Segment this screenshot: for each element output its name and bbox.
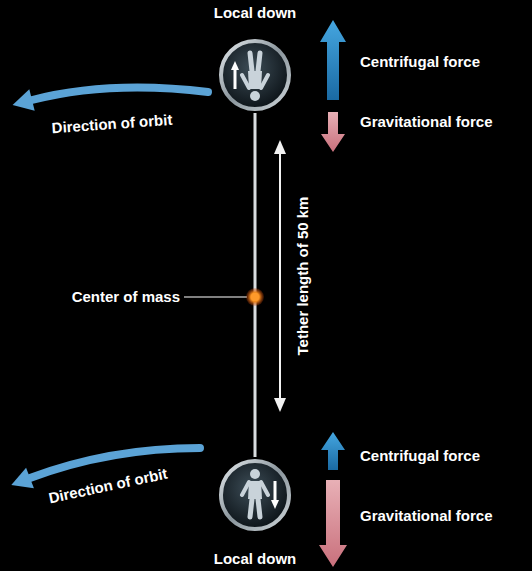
capsule-outline <box>217 37 293 113</box>
capsule-outline <box>217 457 293 533</box>
force-label: Direction of orbit <box>47 465 169 508</box>
gravity-arrow <box>319 480 347 567</box>
down-arrow <box>234 69 237 89</box>
centrifugal-arrow <box>321 432 345 470</box>
dimension-arrowhead <box>274 140 286 154</box>
leader-line <box>184 296 247 297</box>
astronaut-head <box>250 469 260 479</box>
centrifugal-arrow <box>320 20 346 100</box>
force-label: Tether length of 50 km <box>294 197 312 356</box>
astronaut-head <box>250 91 260 101</box>
dimension-arrowhead <box>274 398 286 412</box>
tether-line <box>254 113 257 457</box>
force-label: Center of mass <box>72 288 180 306</box>
astronaut-legs <box>250 53 260 71</box>
orbit-arrowhead <box>11 468 34 489</box>
astronaut-figure <box>242 469 279 517</box>
capsule-shell <box>221 461 289 529</box>
force-label: Gravitational force <box>360 507 493 525</box>
capsule-shell <box>221 41 289 109</box>
down-arrowhead <box>271 500 279 509</box>
mass-glow <box>246 288 264 306</box>
astronaut-arms <box>242 482 268 495</box>
gravity-arrow <box>321 112 345 152</box>
astronaut-legs <box>250 499 260 517</box>
astronaut-arms <box>242 75 268 88</box>
orbit-arrow <box>32 88 208 101</box>
orbit-arrowhead <box>13 89 35 110</box>
local-down-label: Local down <box>214 4 297 22</box>
force-label: Gravitational force <box>360 113 493 131</box>
center-of-mass-dot <box>251 293 259 301</box>
orbit-arrow <box>30 448 200 478</box>
capsule-node: Local down <box>217 37 293 113</box>
astronaut-figure <box>231 53 268 101</box>
force-label: Direction of orbit <box>51 111 173 137</box>
down-arrow <box>274 481 277 501</box>
dimension-line <box>279 152 281 400</box>
capsule-node: Local down <box>217 457 293 533</box>
local-down-label: Local down <box>214 550 297 568</box>
force-label: Centrifugal force <box>360 447 480 465</box>
force-label: Centrifugal force <box>360 53 480 71</box>
down-arrowhead <box>231 61 239 70</box>
